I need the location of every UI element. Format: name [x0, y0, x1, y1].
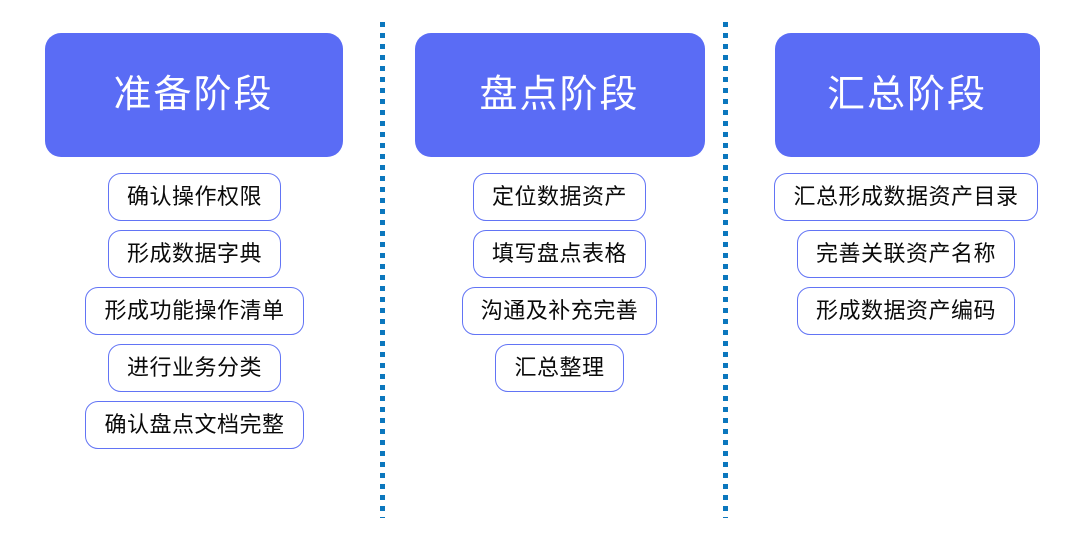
task-item[interactable]: 沟通及补充完善	[461, 287, 658, 335]
phase-header-preparation[interactable]: 准备阶段	[44, 33, 343, 157]
task-item[interactable]: 汇总形成数据资产目录	[774, 173, 1038, 221]
task-item[interactable]: 确认盘点文档完整	[85, 401, 304, 449]
dotted-divider-icon	[380, 22, 385, 518]
phase-header-summary[interactable]: 汇总阶段	[774, 33, 1040, 157]
task-item[interactable]: 形成数据资产编码	[796, 287, 1015, 335]
phase-column-preparation: 准备阶段 确认操作权限 形成数据字典 形成功能操作清单 进行业务分类 确认盘点文…	[0, 0, 385, 449]
phase-column-summary: 汇总阶段 汇总形成数据资产目录 完善关联资产名称 形成数据资产编码	[728, 0, 1080, 335]
task-list-summary: 汇总形成数据资产目录 完善关联资产名称 形成数据资产编码	[770, 173, 1038, 335]
phase-header-counting[interactable]: 盘点阶段	[414, 33, 705, 157]
task-item[interactable]: 汇总整理	[495, 344, 624, 392]
task-item[interactable]: 形成数据字典	[107, 230, 281, 278]
task-list-counting: 定位数据资产 填写盘点表格 沟通及补充完善 汇总整理	[456, 173, 658, 392]
task-item[interactable]: 形成功能操作清单	[85, 287, 304, 335]
task-item[interactable]: 填写盘点表格	[472, 230, 646, 278]
phase-column-counting: 盘点阶段 定位数据资产 填写盘点表格 沟通及补充完善 汇总整理	[385, 0, 728, 392]
dotted-divider-icon	[723, 22, 728, 518]
task-item[interactable]: 进行业务分类	[107, 344, 281, 392]
task-list-preparation: 确认操作权限 形成数据字典 形成功能操作清单 进行业务分类 确认盘点文档完整	[81, 173, 304, 449]
task-item[interactable]: 完善关联资产名称	[796, 230, 1015, 278]
task-item[interactable]: 确认操作权限	[107, 173, 281, 221]
task-item[interactable]: 定位数据资产	[472, 173, 646, 221]
